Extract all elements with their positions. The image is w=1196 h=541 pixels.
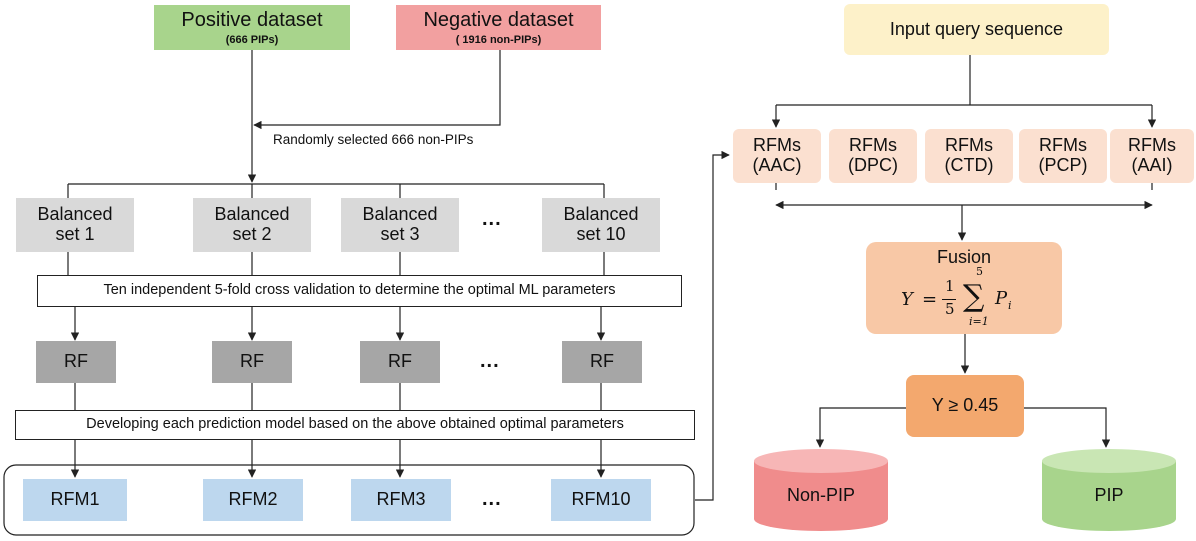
rfms-pcp-line2: (PCP) (1038, 155, 1088, 175)
formula-fraction-bar (942, 298, 956, 300)
rfm1-box: RFM1 (23, 479, 127, 521)
balanced-ellipsis: ... (482, 208, 502, 230)
fusion-box: Fusion Y = 1 5 5 ∑ i=1 P i (866, 242, 1062, 334)
rfms-dpc-line2: (DPC) (848, 155, 898, 175)
rfm10-box: RFM10 (551, 479, 651, 521)
rfm-ellipsis: ... (482, 488, 502, 510)
balanced-set-2: Balanced set 2 (193, 198, 311, 252)
formula-equals: = (922, 288, 938, 310)
rfms-aac-line2: (AAC) (752, 155, 802, 175)
rfms-aac-line1: RFMs (753, 135, 801, 156)
balanced-set-3-line2: set 3 (380, 224, 420, 244)
pip-cylinder-icon (1042, 449, 1176, 531)
rfms-dpc-line1: RFMs (849, 135, 897, 156)
positive-dataset-title: Positive dataset (181, 8, 323, 31)
balanced-set-10-line2: set 10 (576, 224, 626, 244)
balanced-set-10: Balanced set 10 (542, 198, 660, 252)
random-selection-label: Randomly selected 666 non-PIPs (273, 132, 474, 147)
rfms-ctd-box: RFMs (CTD) (925, 129, 1013, 183)
positive-dataset-box: Positive dataset (666 PIPs) (154, 5, 350, 50)
non-pip-label: Non-PIP (786, 485, 856, 506)
rfms-dpc-box: RFMs (DPC) (829, 129, 917, 183)
fusion-title: Fusion (936, 247, 992, 267)
develop-model-box: Developing each prediction model based o… (15, 410, 695, 440)
rfms-aai-line1: RFMs (1128, 135, 1176, 156)
sigma-icon: ∑ (963, 278, 985, 314)
rfm2-box: RFM2 (203, 479, 303, 521)
rfms-aai-box: RFMs (AAI) (1110, 129, 1194, 183)
negative-dataset-title: Negative dataset (423, 8, 574, 31)
formula-term: P (995, 287, 1008, 309)
formula-sum-lower: i=1 (969, 314, 989, 328)
formula-numerator: 1 (945, 276, 955, 295)
rfm3-box: RFM3 (351, 479, 451, 521)
rf-ellipsis: ... (480, 350, 500, 372)
rfms-ctd-line2: (CTD) (944, 155, 994, 175)
non-pip-cylinder-icon (754, 449, 888, 531)
rfms-aai-line2: (AAI) (1131, 155, 1173, 175)
formula-subscript: i (1008, 298, 1012, 312)
fusion-formula: Y = 1 5 5 ∑ i=1 P i (889, 265, 1039, 332)
rfms-ctd-line1: RFMs (945, 135, 993, 156)
rfms-pcp-line1: RFMs (1039, 135, 1087, 156)
formula-lhs: Y (901, 288, 913, 310)
formula-denominator: 5 (945, 299, 955, 318)
balanced-set-1: Balanced set 1 (16, 198, 134, 252)
threshold-box: Y ≥ 0.45 (906, 375, 1024, 437)
rfms-pcp-box: RFMs (PCP) (1019, 129, 1107, 183)
negative-dataset-count: ( 1916 non-PIPs) (455, 33, 542, 46)
cross-validation-box: Ten independent 5-fold cross validation … (37, 275, 682, 307)
balanced-set-3-line1: Balanced (362, 204, 438, 225)
input-query-box: Input query sequence (844, 4, 1109, 55)
balanced-set-10-line1: Balanced (563, 204, 639, 225)
balanced-set-3: Balanced set 3 (341, 198, 459, 252)
rf-box-10: RF (562, 341, 642, 383)
balanced-set-1-line2: set 1 (55, 224, 95, 244)
rf-box-3: RF (360, 341, 440, 383)
formula-sum-upper: 5 (976, 264, 983, 278)
pip-label: PIP (1094, 485, 1124, 506)
rf-box-1: RF (36, 341, 116, 383)
balanced-set-2-line1: Balanced (214, 204, 290, 225)
rfm-group-frame (3, 464, 695, 536)
rfms-aac-box: RFMs (AAC) (733, 129, 821, 183)
rf-box-2: RF (212, 341, 292, 383)
balanced-set-2-line2: set 2 (232, 224, 272, 244)
negative-dataset-box: Negative dataset ( 1916 non-PIPs) (396, 5, 601, 50)
positive-dataset-count: (666 PIPs) (225, 33, 279, 46)
balanced-set-1-line1: Balanced (37, 204, 113, 225)
